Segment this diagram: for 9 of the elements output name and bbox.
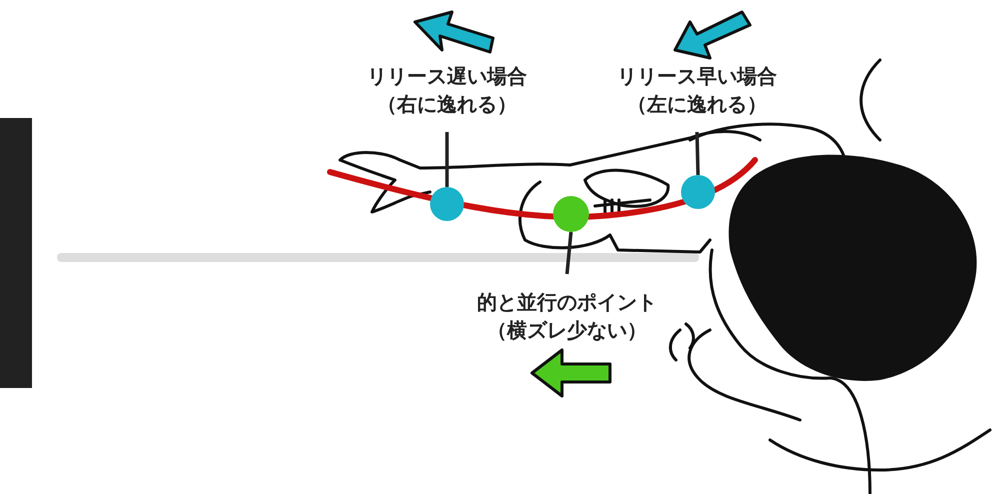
marker-dot (430, 187, 464, 221)
callout-label: リリース遅い場合（右に逸れる） (364, 62, 530, 118)
leader-line (565, 232, 573, 274)
callout-label: リリース早い場合（左に逸れる） (614, 62, 780, 118)
leader-line (695, 132, 700, 176)
leader-line (445, 132, 449, 187)
marker-dot (681, 175, 715, 209)
marker-dot (553, 196, 589, 232)
callout-label: 的と並行のポイント（横ズレ少ない） (474, 288, 660, 344)
